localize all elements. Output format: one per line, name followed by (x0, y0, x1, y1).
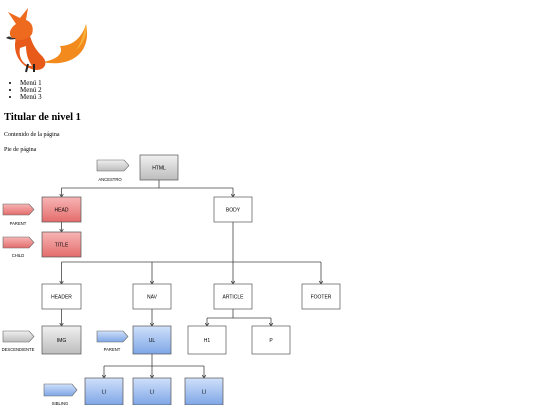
tag-label-descendiente: DESCENDIENTE (2, 347, 35, 352)
tag-parent2: PARENT (96, 330, 129, 352)
node-li3: LI (184, 377, 224, 405)
tag-arrow-shape (96, 159, 130, 172)
fox-snout (6, 36, 16, 40)
node-box-header (41, 283, 82, 310)
diagram-tags: ANCESTRO PARENT CHILD DESCENDIENTE PARENT SIB… (2, 159, 130, 405)
fox-tail-tip (76, 24, 87, 50)
page-content: Contenido de la página (4, 132, 60, 138)
tag-arrow-shape (2, 330, 35, 343)
node-label-head: HEAD (55, 208, 69, 214)
dom-tree-diagram: HTML HEAD BODY TITLE HEADER NAV ARTICLE FOOTER I… (2, 154, 341, 405)
node-label-title: TITLE (55, 243, 69, 249)
node-li1: LI (84, 377, 124, 405)
tag-descendiente: DESCENDIENTE (2, 330, 35, 352)
tag-label-ancestro: ANCESTRO (98, 177, 122, 182)
node-html: HTML (139, 154, 179, 181)
node-nav: NAV (132, 283, 172, 310)
node-label-html: HTML (152, 166, 166, 172)
node-box-li3 (184, 377, 224, 405)
node-box-article (213, 283, 253, 310)
node-box-img (41, 325, 82, 355)
page-footer: Pie de página (4, 147, 37, 153)
node-box-html (139, 154, 179, 181)
page-heading: Titular de nivel 1 (4, 112, 81, 123)
fox-body (14, 36, 46, 70)
node-label-ul: UL (149, 338, 156, 344)
tag-parent1: PARENT (2, 203, 35, 226)
fox-tail (42, 24, 88, 64)
diagram-nodes: HTML HEAD BODY TITLE HEADER NAV ARTICLE FOOTER I… (41, 154, 341, 405)
node-h1: H1 (187, 325, 227, 355)
node-label-h1: H1 (204, 338, 211, 344)
menu-item-1[interactable]: Menú 1 (20, 80, 42, 87)
node-box-footer (301, 283, 341, 310)
node-p: P (251, 325, 291, 355)
node-label-img: IMG (57, 338, 67, 344)
node-box-li2 (132, 377, 172, 405)
node-box-ul (132, 325, 172, 355)
tag-label-parent1: PARENT (10, 221, 27, 226)
menu-item-3[interactable]: Menú 3 (20, 94, 42, 101)
fox-head (8, 8, 33, 41)
tag-arrow-shape (2, 236, 35, 249)
node-label-nav: NAV (147, 295, 158, 301)
node-label-body: BODY (226, 208, 241, 214)
tag-arrow-shape (43, 383, 78, 397)
fox-legs (25, 63, 35, 73)
fox-belly (19, 46, 32, 66)
node-label-header: HEADER (51, 295, 72, 301)
node-label-p: P (269, 338, 273, 344)
node-box-li1 (84, 377, 124, 405)
node-label-li2: LI (150, 390, 154, 396)
tag-sibling: SIBLING (43, 383, 78, 405)
tag-label-child: CHILD (12, 253, 25, 258)
node-head: HEAD (41, 196, 82, 223)
node-footer: FOOTER (301, 283, 341, 310)
node-li2: LI (132, 377, 172, 405)
nav-menu: Menú 1 Menú 2 Menú 3 (20, 80, 42, 101)
node-label-li3: LI (202, 390, 206, 396)
fox-logo (6, 8, 88, 73)
tag-child: CHILD (2, 236, 35, 258)
node-box-body (213, 196, 253, 223)
node-box-title (41, 231, 82, 258)
node-body: BODY (213, 196, 253, 223)
node-title: TITLE (41, 231, 82, 258)
tag-arrow-shape (2, 203, 35, 216)
tag-ancestro: ANCESTRO (96, 159, 130, 182)
node-box-h1 (187, 325, 227, 355)
node-box-nav (132, 283, 172, 310)
tag-label-sibling: SIBLING (52, 401, 69, 405)
menu-item-2[interactable]: Menú 2 (20, 87, 42, 94)
tag-arrow-shape (96, 330, 129, 343)
node-label-li1: LI (102, 390, 106, 396)
node-article: ARTICLE (213, 283, 253, 310)
tag-label-parent2: PARENT (104, 347, 121, 352)
node-header: HEADER (41, 283, 82, 310)
diagram-edges (59, 180, 324, 379)
node-img: IMG (41, 325, 82, 355)
node-label-footer: FOOTER (311, 295, 332, 301)
node-box-p (251, 325, 291, 355)
node-ul: UL (132, 325, 172, 355)
node-box-head (41, 196, 82, 223)
node-label-article: ARTICLE (222, 295, 244, 301)
